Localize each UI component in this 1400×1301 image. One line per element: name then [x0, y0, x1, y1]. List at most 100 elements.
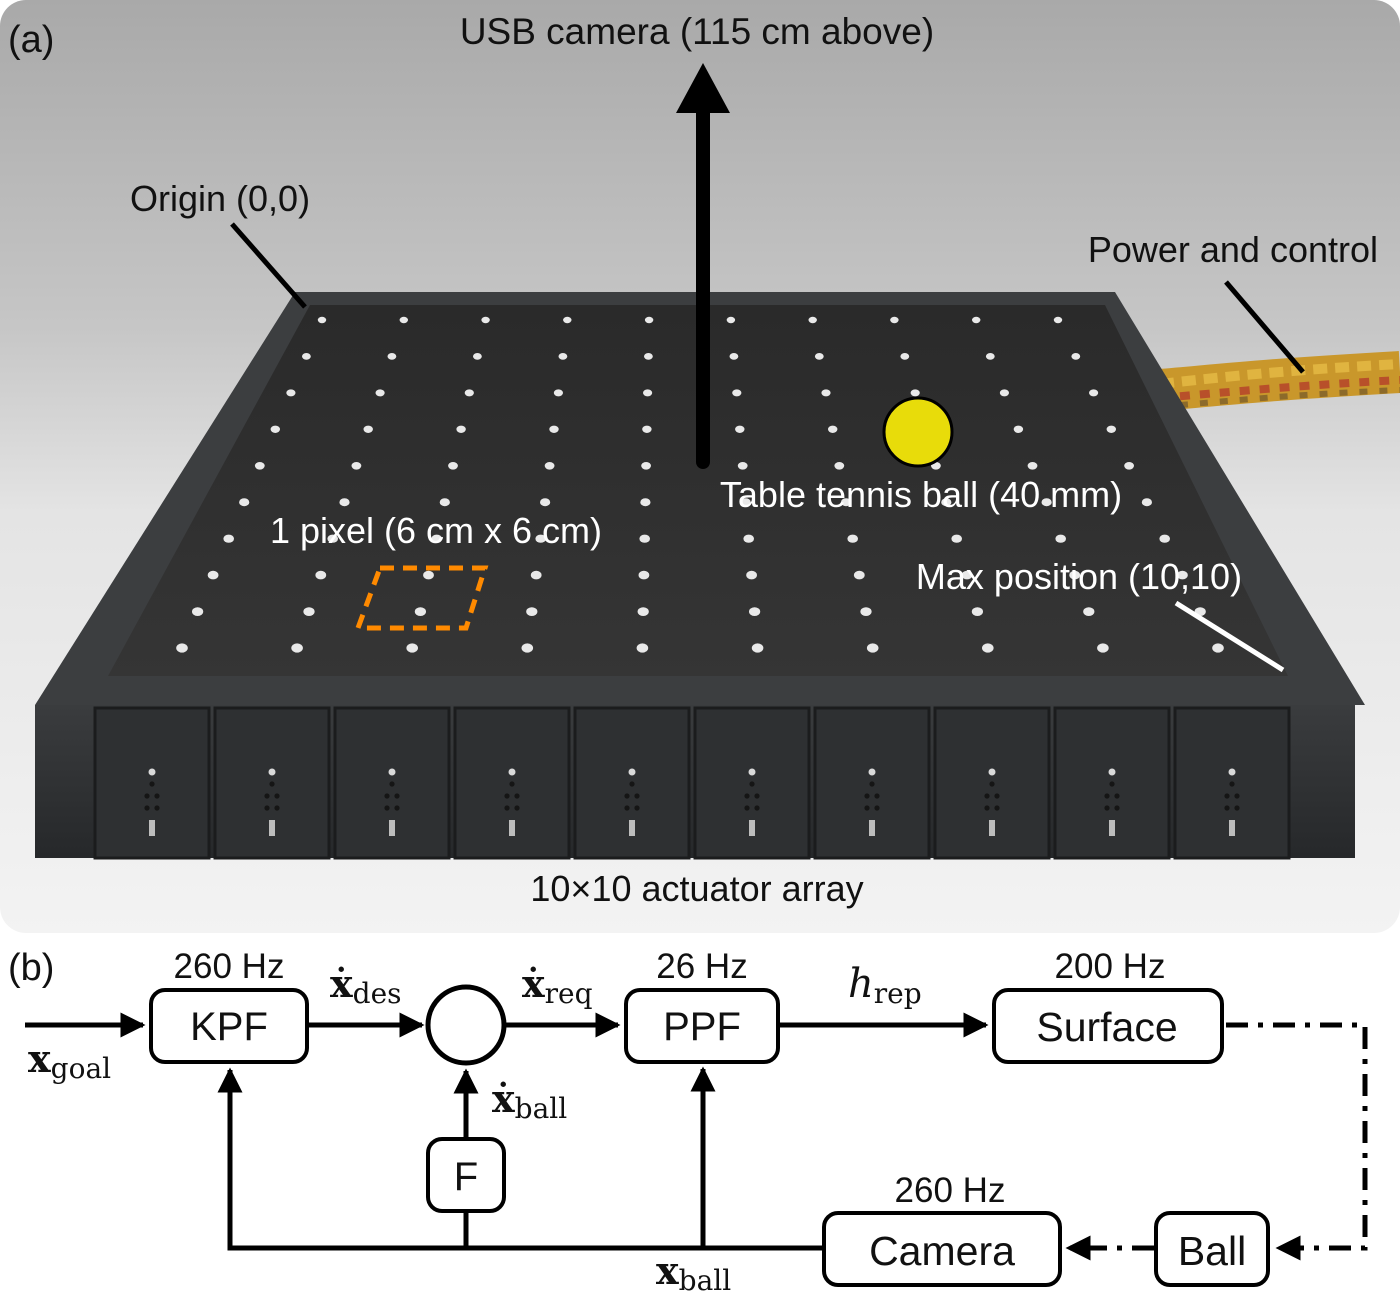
- pin-dot: [890, 316, 899, 324]
- module-led: [749, 781, 755, 787]
- pin-dot: [526, 607, 538, 616]
- module-led: [748, 768, 756, 776]
- filter-label: F: [454, 1155, 478, 1199]
- pin-dot: [375, 389, 385, 397]
- pin-dot: [448, 462, 458, 470]
- pin-dot: [729, 353, 739, 360]
- camera-rate: 260 Hz: [895, 1171, 1006, 1210]
- pin-dot: [985, 353, 995, 360]
- pin-dot: [972, 316, 981, 324]
- pin-dot: [363, 425, 373, 433]
- module-led: [634, 793, 640, 799]
- module-switch: [989, 820, 995, 836]
- ppf-rate: 26 Hz: [656, 947, 747, 986]
- module-led: [274, 805, 280, 811]
- module-led: [144, 793, 150, 799]
- pin-dot: [644, 353, 653, 360]
- wire-surface-ball: [1226, 1022, 1368, 1261]
- panel-b-diagram: (b) KPF 260 Hz PPF 26 Hz Surface 200 Hz: [8, 947, 1368, 1297]
- pin-dot: [644, 316, 654, 324]
- panel-b-tag: (b): [8, 947, 54, 989]
- module-switch: [269, 820, 275, 836]
- pin-dot: [544, 462, 555, 470]
- module-led: [1104, 793, 1110, 799]
- pin-dot: [1124, 462, 1134, 470]
- module-led: [1234, 793, 1240, 799]
- panel-a-photo: (a) USB camera (115 cm above) Origin (0,…: [0, 0, 1400, 933]
- pin-dot: [961, 570, 973, 580]
- module-led: [744, 793, 750, 799]
- pin-dot: [740, 498, 751, 507]
- module-led: [388, 768, 396, 776]
- module-led: [744, 805, 750, 811]
- pin-dot: [866, 643, 879, 653]
- board-surface: [108, 305, 1288, 676]
- module-led: [504, 805, 510, 811]
- pin-dot: [439, 498, 450, 507]
- pin-dot: [223, 534, 234, 543]
- module-led: [514, 805, 520, 811]
- pin-dot: [540, 498, 551, 507]
- pin-dot: [1177, 570, 1188, 580]
- pin-dot: [1141, 498, 1152, 507]
- module-led: [1114, 805, 1120, 811]
- array-label: 10×10 actuator array: [530, 868, 863, 909]
- pin-dot: [860, 607, 872, 616]
- module-led: [634, 805, 640, 811]
- pin-dot: [808, 316, 817, 324]
- pin-dot: [1041, 498, 1052, 507]
- power-cable: [1158, 351, 1400, 411]
- pixel-label: 1 pixel (6 cm x 6 cm): [270, 510, 602, 551]
- signal-x-req: ẋreq: [522, 961, 593, 1010]
- module-led: [274, 793, 280, 799]
- module-led: [874, 793, 880, 799]
- module-led: [268, 768, 276, 776]
- signal-x-ball: xball: [656, 1248, 731, 1297]
- module-led: [624, 793, 630, 799]
- module-led: [264, 793, 270, 799]
- module-led: [1224, 793, 1230, 799]
- pin-dot: [641, 462, 651, 470]
- pin-dot: [1097, 643, 1109, 653]
- module-led: [394, 805, 400, 811]
- module-led: [384, 805, 390, 811]
- module-switch: [389, 820, 395, 836]
- module-led: [394, 793, 400, 799]
- pin-dot: [535, 534, 546, 543]
- pin-dot: [951, 534, 962, 543]
- module-led: [864, 793, 870, 799]
- camera-arrow-head: [676, 63, 730, 113]
- power-label: Power and control: [1088, 229, 1378, 270]
- pixel-outline: [354, 565, 489, 631]
- module-switch: [629, 820, 635, 836]
- pin-dot: [1027, 462, 1038, 470]
- pin-dot: [636, 643, 649, 653]
- module-led: [868, 768, 876, 776]
- module-led: [864, 805, 870, 811]
- wire-feedback: [217, 1067, 822, 1251]
- pin-dot: [558, 353, 568, 360]
- module-led: [1114, 793, 1120, 799]
- summing-junction: [425, 984, 507, 1066]
- pin-dot: [270, 425, 280, 433]
- surface-label: Surface: [1036, 1004, 1177, 1050]
- pin-dot: [726, 316, 736, 324]
- pin-dot: [291, 643, 303, 653]
- surface-rate: 200 Hz: [1055, 947, 1166, 986]
- pin-dot: [642, 425, 652, 433]
- pin-dot: [814, 353, 824, 360]
- pin-dot: [732, 389, 742, 397]
- kpf-label: KPF: [190, 1005, 268, 1049]
- pin-dot: [749, 607, 761, 616]
- module-led: [154, 793, 160, 799]
- pin-dot: [941, 498, 952, 507]
- camera-block-label: Camera: [869, 1228, 1015, 1274]
- pin-dot: [176, 643, 188, 653]
- module-led: [1234, 805, 1240, 811]
- pin-dot: [746, 570, 757, 580]
- module-led: [984, 793, 990, 799]
- pin-dot: [1069, 570, 1081, 580]
- ball-block: Ball: [1154, 1211, 1270, 1287]
- pin-dot: [840, 498, 852, 507]
